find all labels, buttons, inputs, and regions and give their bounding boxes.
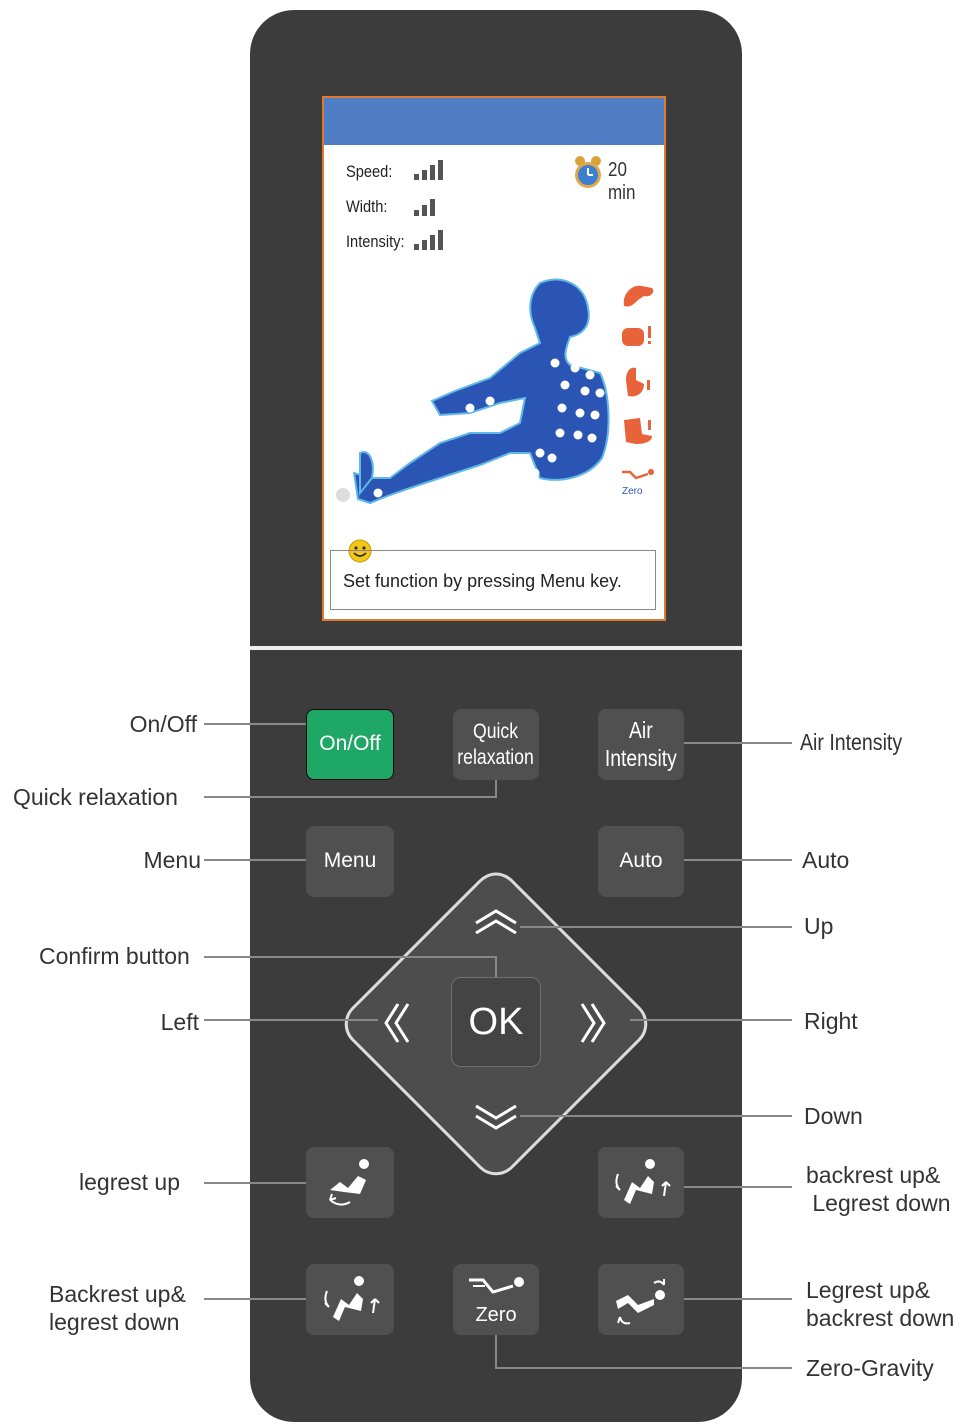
callout-menu: Menu <box>143 849 201 872</box>
callout-quick-relaxation: Quick relaxation <box>13 786 178 809</box>
callout-backrest-up-legrest-down-right: backrest up& Legrest down <box>806 1162 950 1217</box>
callout-onoff: On/Off <box>130 713 197 736</box>
callout-up: Up <box>804 915 833 938</box>
callout-right: Right <box>804 1010 858 1033</box>
callout-auto: Auto <box>802 849 849 872</box>
callout-confirm: Confirm button <box>39 945 190 968</box>
callout-zero-gravity: Zero-Gravity <box>806 1357 934 1380</box>
callout-legrest-up-backrest-down: Legrest up& backrest down <box>806 1277 954 1332</box>
callout-legrest-up: legrest up <box>79 1171 180 1194</box>
callout-air-intensity: Air Intensity <box>800 731 902 754</box>
callout-left: Left <box>161 1011 199 1034</box>
callout-backrest-up-legrest-down-left: Backrest up& legrest down <box>49 1281 186 1336</box>
callout-down: Down <box>804 1105 863 1128</box>
